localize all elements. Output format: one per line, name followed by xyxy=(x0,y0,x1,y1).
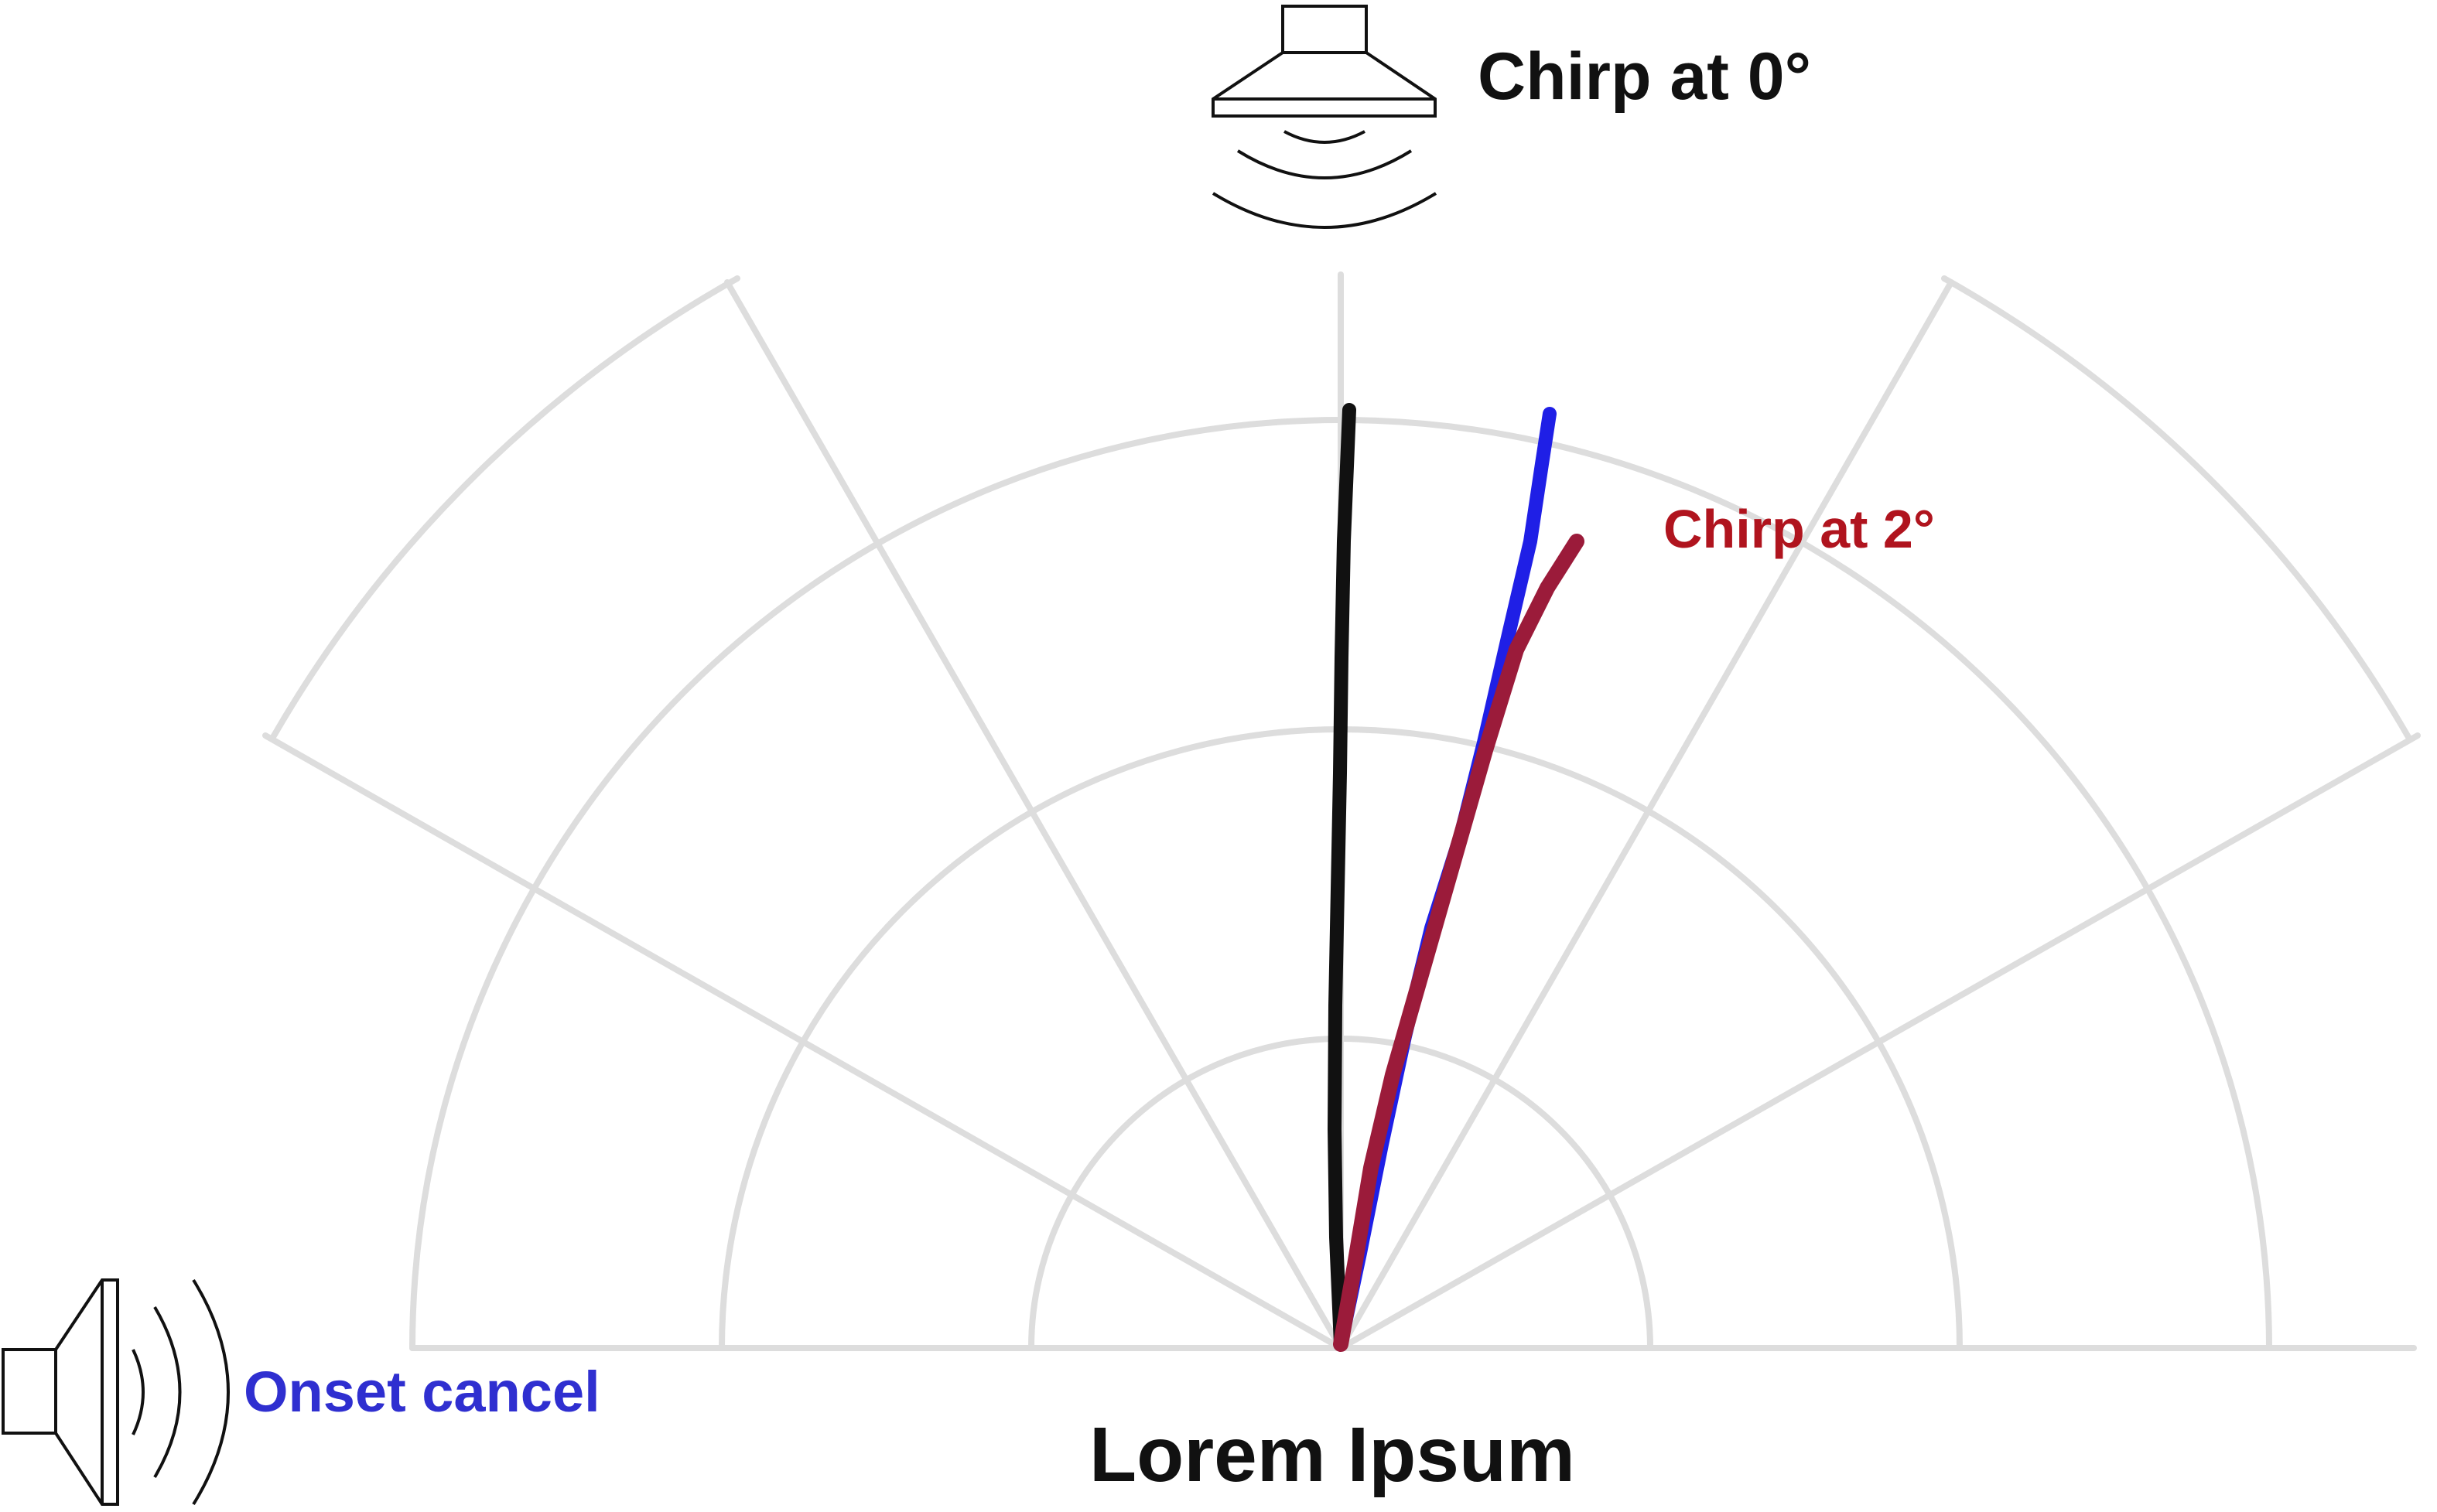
speaker-magnet xyxy=(1281,5,1368,54)
speaker-cone xyxy=(54,1278,119,1506)
grid-spoke-60-right xyxy=(1338,279,1954,1351)
speaker-icon xyxy=(1212,5,1437,229)
grid-spoke-30-left xyxy=(262,732,1344,1351)
traces xyxy=(1328,403,1584,1352)
speaker-cone xyxy=(1212,51,1437,118)
sound-wave-1 xyxy=(132,1349,145,1435)
red-trace-label: Chirp at 2° xyxy=(1663,499,1935,559)
sound-wave-3 xyxy=(1212,192,1437,229)
sound-wave-1 xyxy=(1283,130,1365,144)
speaker-icon xyxy=(2,1278,230,1506)
sound-wave-2 xyxy=(153,1306,182,1479)
grid-spoke-30-right xyxy=(1338,732,2421,1351)
left-speaker-label: Onset cancel xyxy=(244,1360,600,1424)
grid-arc-outer-left xyxy=(270,275,740,740)
top-speaker-label: Chirp at 0° xyxy=(1478,39,1811,114)
grid-arc-outer-right xyxy=(1941,275,2411,740)
sound-wave-2 xyxy=(1236,149,1413,179)
red-trace xyxy=(1333,534,1584,1352)
polar-grid xyxy=(262,271,2421,1351)
bottom-title: Lorem Ipsum xyxy=(1089,1411,1575,1498)
black-trace xyxy=(1328,403,1356,1351)
grid-spoke-60-left xyxy=(724,279,1344,1351)
sound-wave-3 xyxy=(192,1278,230,1506)
speaker-magnet xyxy=(2,1348,57,1435)
